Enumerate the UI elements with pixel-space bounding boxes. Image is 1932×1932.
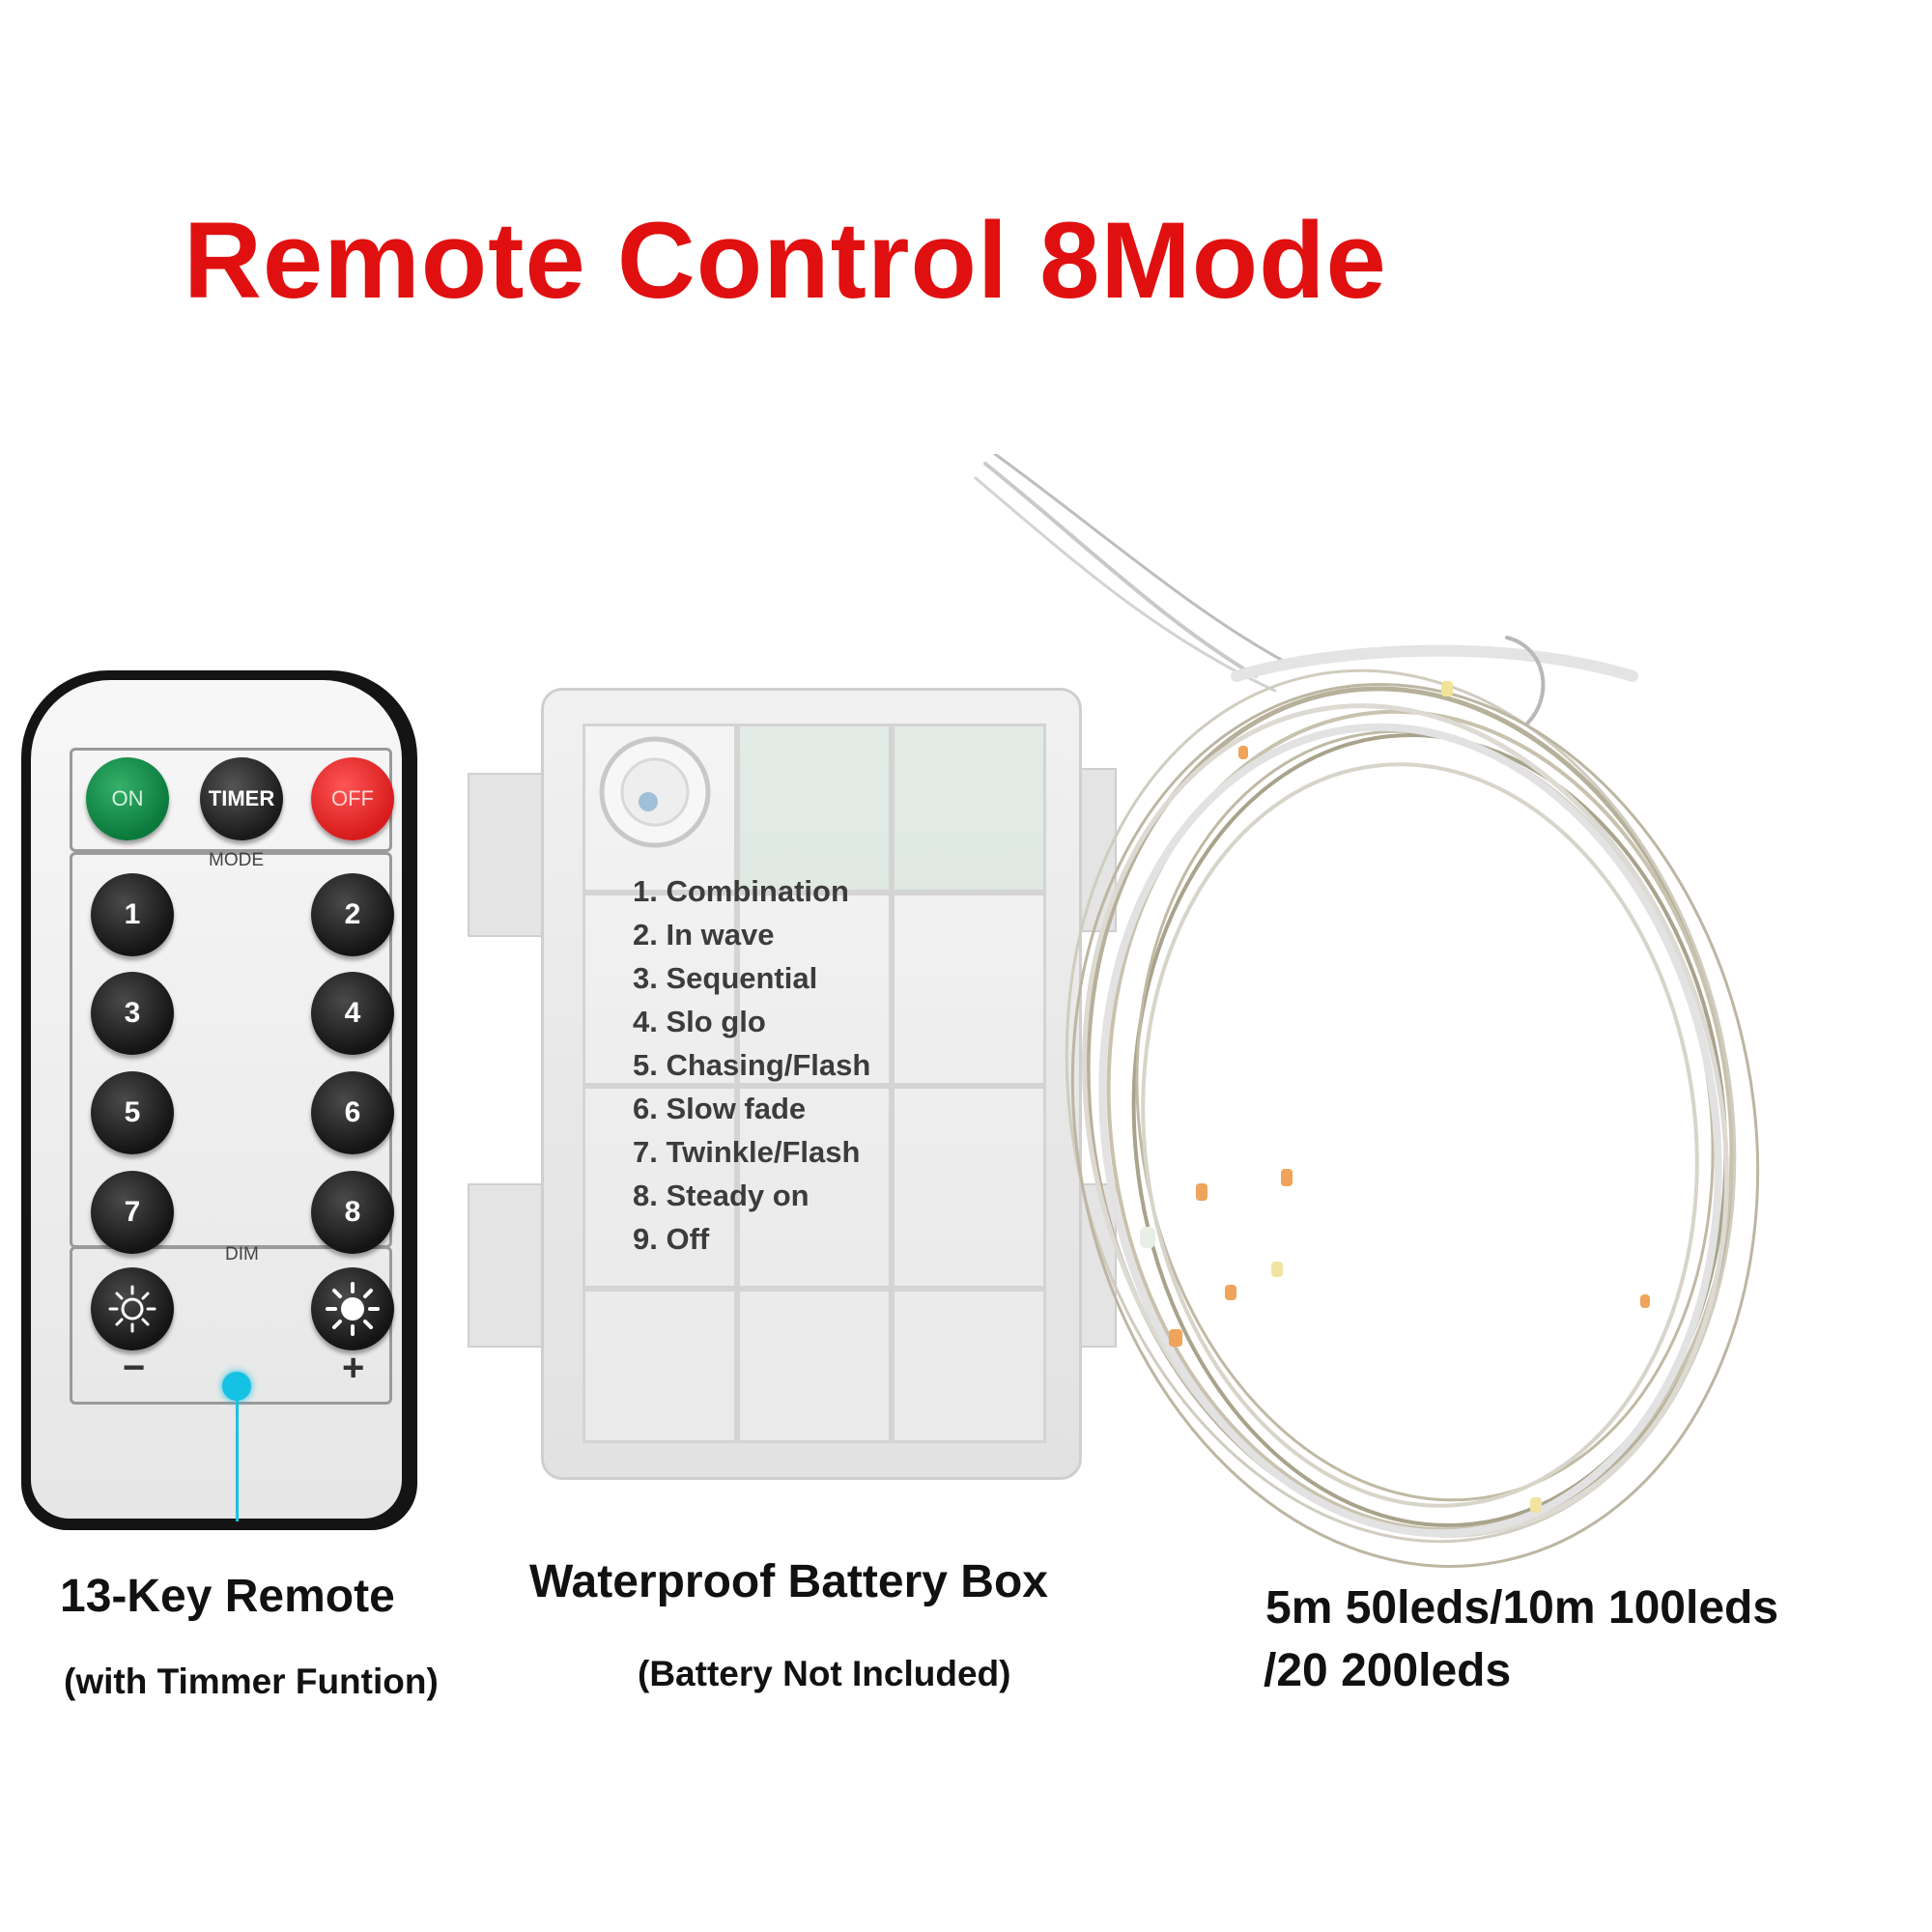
dim-label: DIM <box>225 1244 259 1264</box>
box-switch-icon <box>599 736 711 848</box>
box-subcaption: (Battery Not Included) <box>638 1654 1011 1693</box>
sun-filled-icon <box>326 1282 380 1336</box>
remote-control-image: ON TIMER OFF MODE 1 2 3 4 5 6 7 8 DIM <box>21 670 417 1530</box>
mode-list-item: 3. Sequential <box>633 961 818 995</box>
box-cell <box>892 1086 1046 1289</box>
led-bulbs <box>1140 681 1650 1513</box>
remote-face: ON TIMER OFF MODE 1 2 3 4 5 6 7 8 DIM <box>31 680 402 1519</box>
mode-list-item: 5. Chasing/Flash <box>633 1048 871 1082</box>
mode-button-7: 7 <box>91 1171 174 1254</box>
minus-label: − <box>123 1347 146 1389</box>
mode-button-8: 8 <box>311 1171 394 1254</box>
off-button: OFF <box>311 757 394 840</box>
box-caption: Waterproof Battery Box <box>529 1556 1048 1607</box>
lights-caption-line1: 5m 50leds/10m 100leds <box>1265 1582 1779 1634</box>
mode-list-item: 4. Slo glo <box>633 1005 766 1038</box>
ir-indicator-dot <box>222 1372 251 1401</box>
mode-button-2: 2 <box>311 873 394 956</box>
on-button: ON <box>86 757 169 840</box>
box-cell <box>582 893 737 1086</box>
fairy-lights-image <box>974 454 1760 1568</box>
mode-button-3: 3 <box>91 972 174 1055</box>
box-cell <box>892 893 1046 1086</box>
mode-button-1: 1 <box>91 873 174 956</box>
box-clip-upper <box>468 773 545 937</box>
mode-button-4: 4 <box>311 972 394 1055</box>
timer-button: TIMER <box>200 757 283 840</box>
mode-button-6: 6 <box>311 1071 394 1154</box>
mode-list-item: 2. In wave <box>633 918 775 952</box>
mode-list-item: 8. Steady on <box>633 1179 810 1212</box>
mode-list-item: 7. Twinkle/Flash <box>633 1135 861 1169</box>
box-cell <box>892 1289 1046 1443</box>
box-cell <box>737 1289 892 1443</box>
battery-box-image <box>541 688 1082 1480</box>
ir-indicator-line <box>236 1401 239 1521</box>
box-cell <box>737 893 892 1086</box>
mode-list-item: 6. Slow fade <box>633 1092 807 1125</box>
box-cell <box>892 724 1046 893</box>
dim-up-button <box>311 1267 394 1350</box>
box-clip-lower <box>468 1183 545 1348</box>
dim-down-button <box>91 1267 174 1350</box>
box-cell <box>737 1086 892 1289</box>
box-cell <box>582 1086 737 1289</box>
box-cell <box>582 1289 737 1443</box>
remote-caption: 13-Key Remote <box>60 1571 395 1622</box>
sun-outline-icon <box>108 1285 156 1333</box>
box-cell <box>737 724 892 893</box>
mode-label: MODE <box>209 850 264 870</box>
lights-caption-line2: /20 200leds <box>1264 1645 1512 1696</box>
dim-panel <box>70 1246 392 1405</box>
mode-button-5: 5 <box>91 1071 174 1154</box>
mode-list-item: 9. Off <box>633 1222 710 1256</box>
page-title: Remote Control 8Mode <box>184 200 1387 321</box>
plus-label: + <box>342 1347 365 1389</box>
mode-list: 1. Combination 2. In wave 3. Sequential … <box>633 869 870 1261</box>
mode-list-item: 1. Combination <box>633 874 849 908</box>
remote-subcaption: (with Timmer Funtion) <box>64 1662 439 1701</box>
